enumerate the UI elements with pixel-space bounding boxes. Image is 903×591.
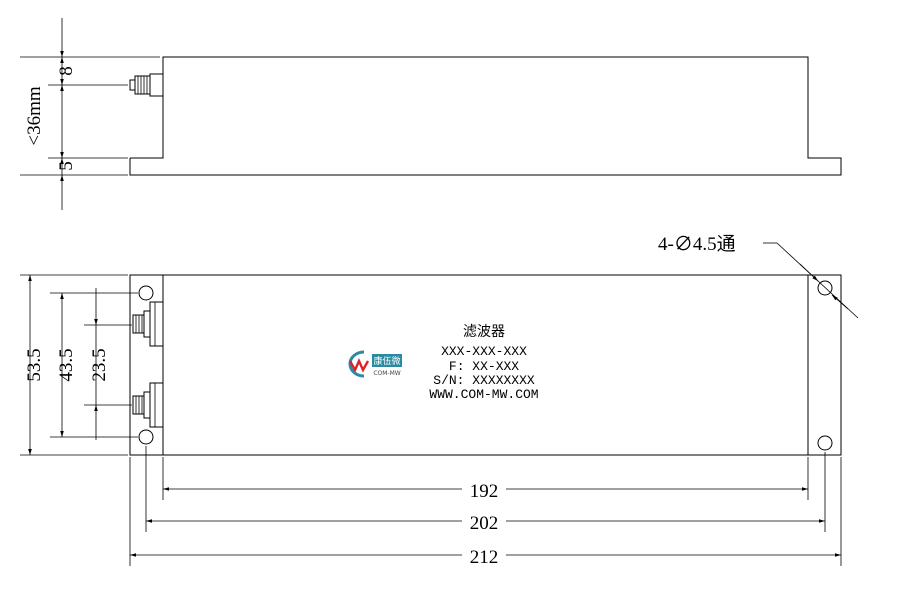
product-label: 滤波器 XXX-XXX-XXX F: XX-XXX S/N: XXXXXXXX … [429,324,538,402]
side-view: 8 <36mm 5 [20,18,842,210]
side-dim-bottom: 5 [56,161,77,171]
side-dim-height: <36mm [24,86,45,145]
dim-height-inner: 23.5 [89,348,110,381]
mount-hole-icon [138,285,154,301]
label-name: 滤波器 [463,324,505,340]
port2-connector-icon [132,382,164,428]
label-serial: S/N: XXXXXXXX [433,373,535,388]
top-view: 53.5 43.5 23.5 4-∅4.5通 192 202 212 滤波器 X… [20,233,859,568]
dim-height-outer: 53.5 [24,348,45,381]
logo-name-badge [372,354,402,367]
side-view-body [129,56,842,176]
logo-mw-icon [348,358,370,373]
port1-connector-icon [132,301,164,347]
mount-hole-icon [817,435,833,451]
side-connector-icon [129,73,164,97]
dim-width-mid: 202 [470,513,499,534]
top-view-flange [129,274,842,456]
dim-height-mid: 43.5 [56,348,77,381]
side-dim-top: 8 [56,66,77,76]
mount-hole-icon [817,280,833,296]
label-freq: F: XX-XXX [449,359,519,374]
label-website: WWW.COM-MW.COM [429,387,538,402]
hole-callout: 4-∅4.5通 [658,233,736,255]
mount-hole-icon [138,429,154,445]
company-logo: 康伍微 COM-MW [348,350,402,378]
dim-width-inner: 192 [470,481,499,502]
logo-name-cn: 康伍微 [373,355,400,367]
logo-arc-icon [348,350,365,378]
label-model: XXX-XXX-XXX [441,344,527,359]
dim-width-outer: 212 [470,547,499,568]
logo-name-en: COM-MW [373,370,400,377]
